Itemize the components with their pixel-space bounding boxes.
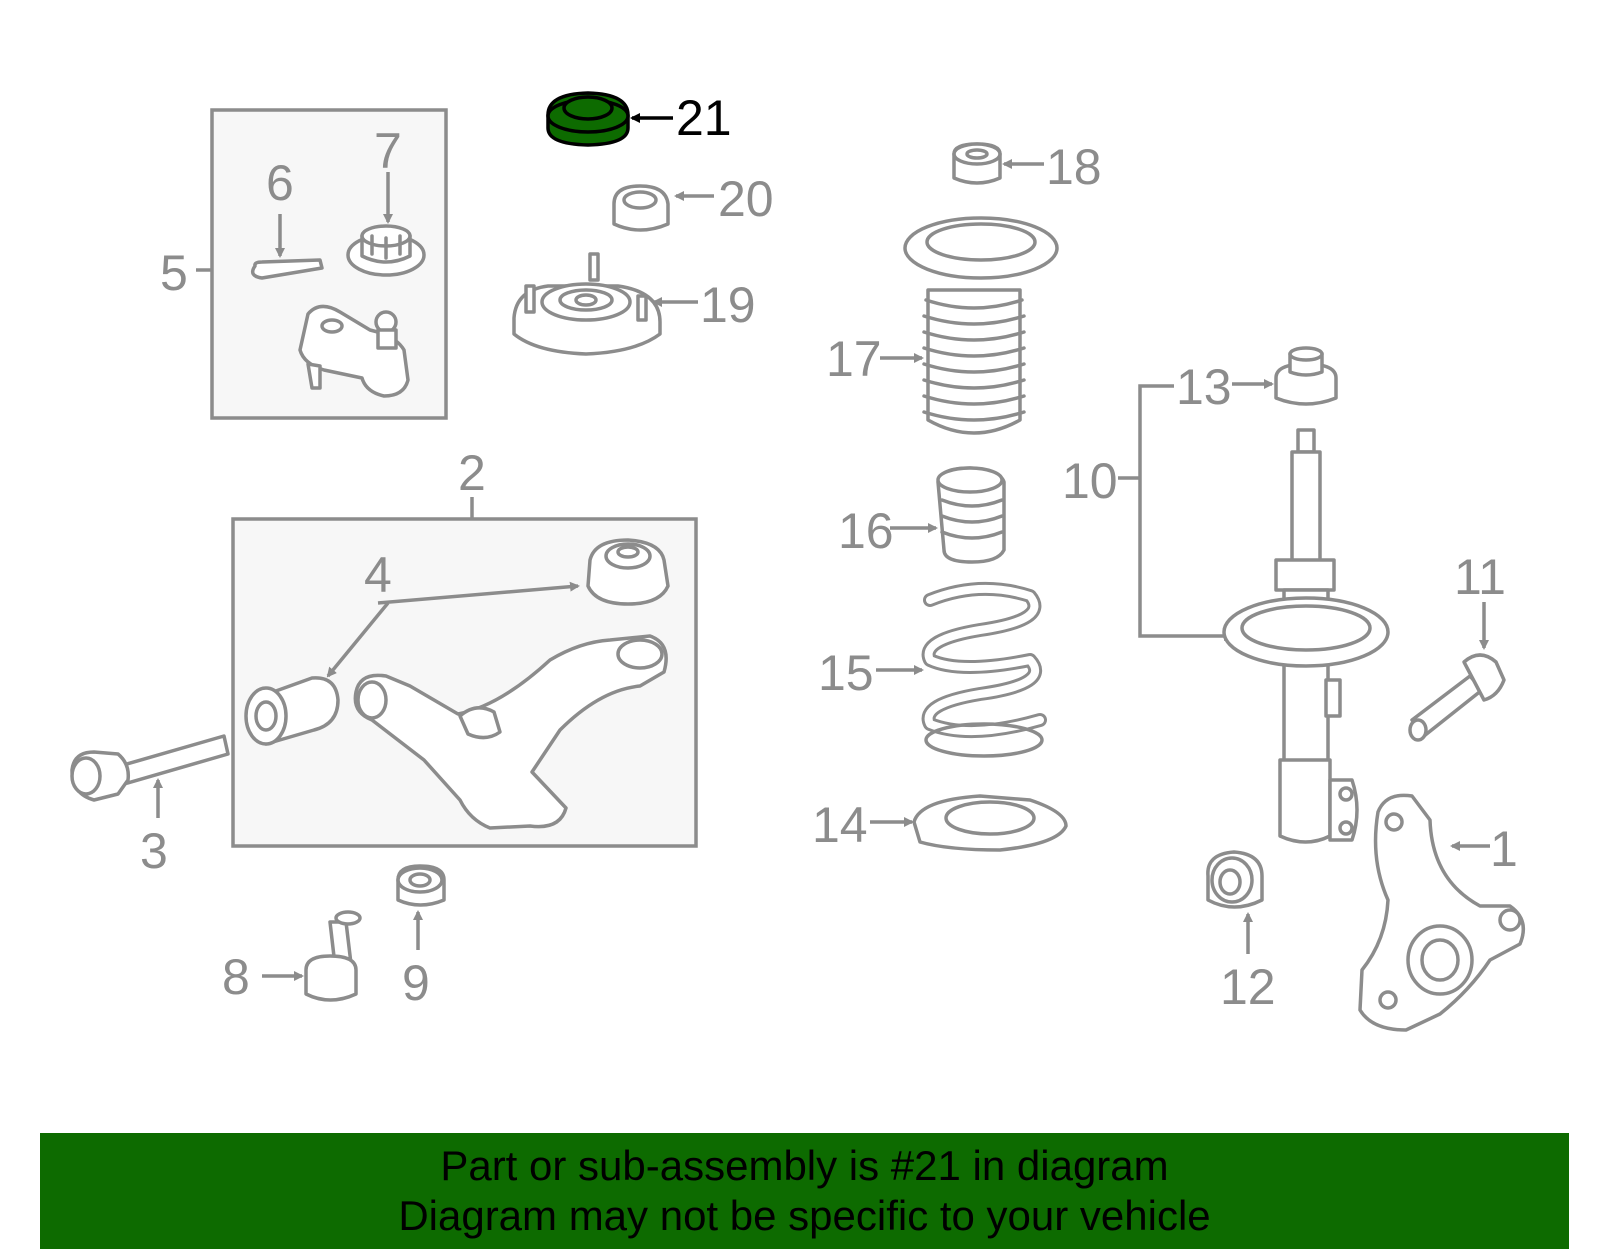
callout-13[interactable]: 13 xyxy=(1176,359,1232,415)
callout-14[interactable]: 14 xyxy=(812,797,868,853)
callout-18[interactable]: 18 xyxy=(1046,139,1102,195)
callout-12[interactable]: 12 xyxy=(1220,959,1276,1015)
part-9-nut[interactable] xyxy=(396,864,446,907)
callout-11[interactable]: 11 xyxy=(1454,549,1506,605)
part-3-bolt[interactable] xyxy=(70,734,230,802)
banner-line-1: Part or sub-assembly is #21 in diagram xyxy=(440,1142,1169,1189)
part-12-nut[interactable] xyxy=(1206,850,1264,909)
callout-16[interactable]: 16 xyxy=(838,503,894,559)
part-17-dust-boot[interactable] xyxy=(903,216,1059,435)
callout-7[interactable]: 7 xyxy=(374,123,402,179)
part-4-bushing-front[interactable] xyxy=(586,538,670,606)
callout-21[interactable]: 21 xyxy=(676,90,732,146)
banner-line-2: Diagram may not be specific to your vehi… xyxy=(398,1192,1211,1239)
part-20-nut[interactable] xyxy=(612,184,670,232)
info-banner: Part or sub-assembly is #21 in diagram D… xyxy=(40,1133,1569,1249)
callout-17[interactable]: 17 xyxy=(826,331,882,387)
callout-4-arrow-b xyxy=(326,601,390,678)
callout-19[interactable]: 19 xyxy=(700,277,756,333)
callout-20[interactable]: 20 xyxy=(718,171,774,227)
callout-8[interactable]: 8 xyxy=(222,949,250,1005)
part-1-steering-knuckle[interactable] xyxy=(1358,793,1526,1032)
part-15-coil-spring[interactable] xyxy=(921,581,1047,758)
part-19-strut-mount[interactable] xyxy=(512,252,662,356)
callout-4-arrow-a xyxy=(377,581,580,605)
part-14-spring-seat[interactable] xyxy=(912,794,1068,852)
part-control-arm[interactable] xyxy=(353,634,668,830)
callout-15[interactable]: 15 xyxy=(818,645,874,701)
part-8-bolt[interactable] xyxy=(304,910,362,1002)
callout-2[interactable]: 2 xyxy=(458,445,486,501)
part-7-castle-nut[interactable] xyxy=(346,224,426,277)
callout-10[interactable]: 10 xyxy=(1062,453,1118,509)
callout-10-bracket xyxy=(1138,384,1234,641)
callout-6[interactable]: 6 xyxy=(266,155,294,211)
part-21-cap[interactable] xyxy=(546,91,630,147)
part-10-strut[interactable] xyxy=(1222,428,1390,844)
part-11-bolt[interactable] xyxy=(1408,653,1506,742)
callout-9[interactable]: 9 xyxy=(402,955,430,1011)
part-6-cotter-pin[interactable] xyxy=(250,258,324,280)
part-18-bushing[interactable] xyxy=(952,142,1002,185)
part-ball-joint[interactable] xyxy=(298,304,410,398)
callout-4[interactable]: 4 xyxy=(364,547,392,603)
part-13-nut[interactable] xyxy=(1274,346,1338,406)
part-16-bump-stop[interactable] xyxy=(936,466,1006,564)
part-4-bushing-rear[interactable] xyxy=(244,676,340,746)
callout-1[interactable]: 1 xyxy=(1490,821,1518,877)
callout-3[interactable]: 3 xyxy=(140,823,168,879)
callout-5[interactable]: 5 xyxy=(160,245,188,301)
